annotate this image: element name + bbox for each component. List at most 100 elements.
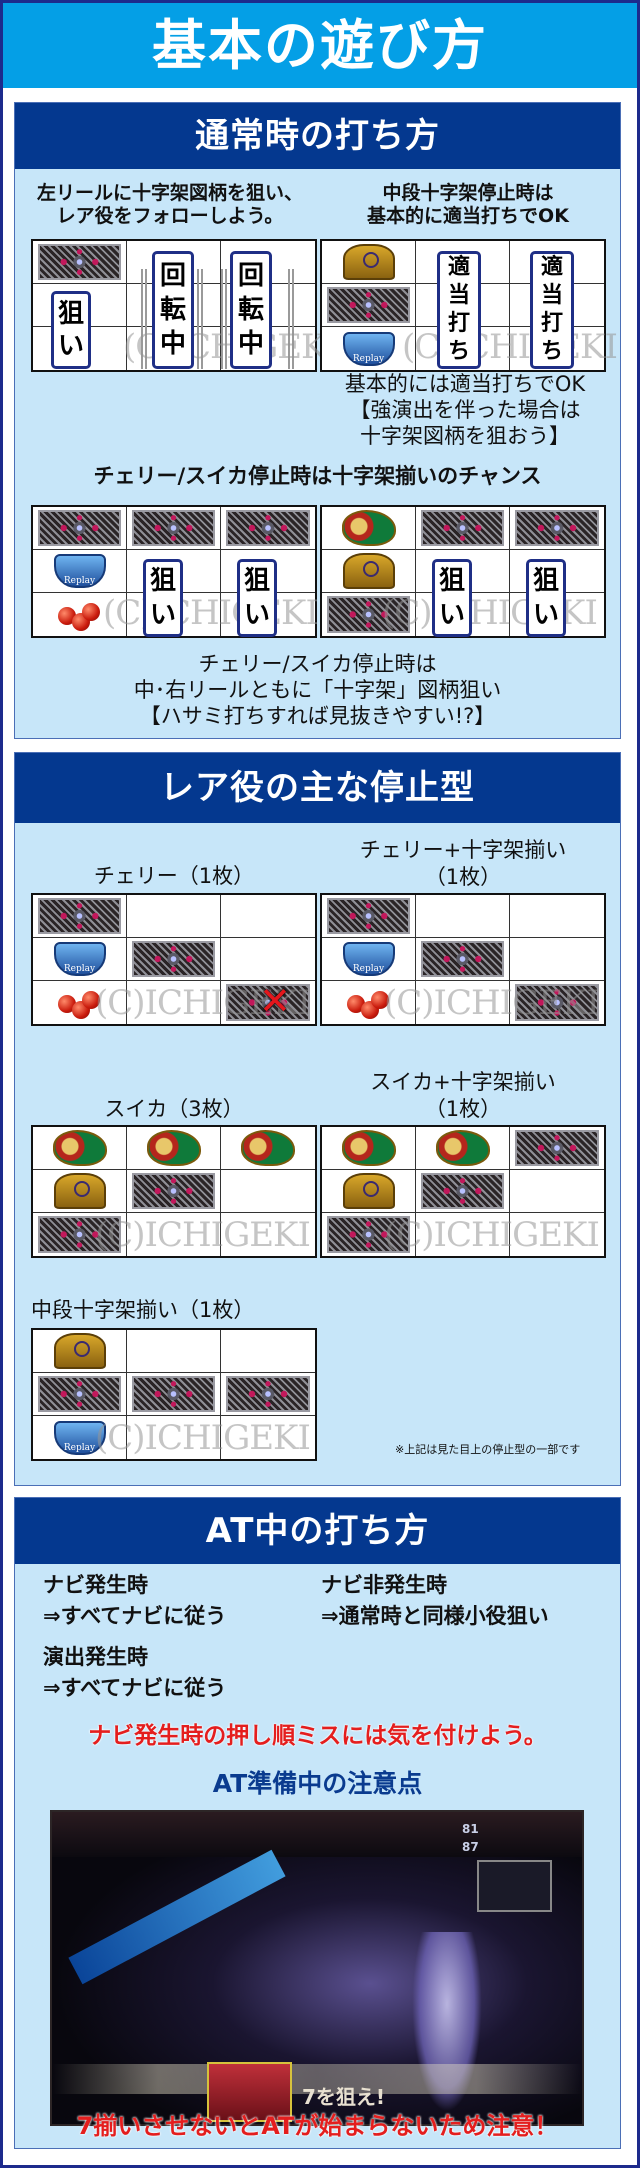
cross-symbol-icon <box>131 941 216 977</box>
pattern-label: 中段十字架揃い（1枚） <box>31 1298 255 1322</box>
screen-stat: 87 <box>462 1840 479 1854</box>
reel-cell <box>221 895 315 938</box>
reel-grid-cherry-cross: Replay (C)ICHIGEKI <box>320 893 606 1026</box>
spinning-tag: 回転中 <box>152 251 194 369</box>
reel-grid-aim-left: 狙い 回転中 回転中 (C)ICHIGEKI <box>31 239 339 372</box>
reel-cell <box>33 1373 127 1416</box>
reel-cell <box>322 507 416 550</box>
reel-cell <box>127 1373 221 1416</box>
x-mark-icon: ✕ <box>259 979 291 1023</box>
replay-symbol-icon: Replay <box>342 331 395 366</box>
cross-symbol-icon <box>420 941 505 977</box>
reel-cell <box>221 1416 315 1459</box>
section-normal-play: 通常時の打ち方 左リールに十字架図柄を狙い、 レア役をフォローしよう。 中段十字… <box>14 102 621 739</box>
reel-cell <box>221 1213 315 1256</box>
reel-cell <box>221 1373 315 1416</box>
reel-cell <box>33 1330 127 1373</box>
reel-cell <box>127 938 221 981</box>
reel-grid-cherry: Replay (C)ICHIGEKI ✕ <box>31 893 317 1026</box>
cross-symbol-icon <box>326 898 411 934</box>
spin-lines-icon <box>221 269 229 369</box>
reel-cell <box>221 1330 315 1373</box>
bell-symbol-icon <box>53 1333 106 1369</box>
at-prep-title: AT準備中の注意点 <box>212 1769 423 1798</box>
reel-cell <box>322 550 416 593</box>
reel-cell <box>33 1170 127 1213</box>
screen-glow <box>52 2064 582 2094</box>
spinning-tag: 回転中 <box>230 251 272 369</box>
bell-symbol-icon <box>342 244 395 280</box>
section-title: 通常時の打ち方 <box>15 103 620 169</box>
watermelon-symbol-icon <box>341 1130 396 1166</box>
cross-symbol-icon <box>420 1173 505 1209</box>
cross-symbol-icon <box>326 1216 411 1253</box>
footnote: ※上記は見た目上の停止型の一部です <box>395 1443 581 1456</box>
note-line: 【ハサミ打ちすれば見抜きやすい!?】 <box>139 704 496 728</box>
chance-title: チェリー/スイカ停止時は十字架揃いのチャンス <box>93 464 542 488</box>
screen-stat: 81 <box>462 1822 479 1836</box>
reel-cell <box>416 1170 510 1213</box>
caption-line: レア役をフォローしよう。 <box>56 205 284 227</box>
section-at-play: AT中の打ち方 ナビ発生時 ⇒すべてナビに従う ナビ非発生時 ⇒通常時と同様小役… <box>14 1497 621 2149</box>
reel-cell <box>33 981 127 1024</box>
pattern-label: チェリー（1枚） <box>93 864 255 888</box>
at-item-effect: 演出発生時 ⇒すべてナビに従う <box>43 1642 303 1704</box>
aim-tag: 狙い <box>237 559 277 637</box>
at-item-navi: ナビ発生時 ⇒すべてナビに従う <box>43 1570 303 1632</box>
reel-cell <box>322 981 416 1024</box>
reel-cell <box>322 1213 416 1256</box>
reel-cell <box>33 1127 127 1170</box>
reel-grid-chance-watermelon: 狙い 狙い (C)ICHIGEKI <box>320 505 606 638</box>
reel-cell <box>322 1170 416 1213</box>
caption-line: 左リールに十字架図柄を狙い、 <box>36 182 303 204</box>
at-item-label: 演出発生時 <box>43 1645 148 1669</box>
reel-cell <box>510 981 604 1024</box>
reel-cell <box>127 507 221 550</box>
reel-cell <box>510 1213 604 1256</box>
cherry-symbol-icon <box>52 597 108 633</box>
reel-cell <box>510 938 604 981</box>
bell-symbol-icon <box>342 1173 395 1209</box>
section-title: AT中の打ち方 <box>15 1498 620 1564</box>
aim-tag: 狙い <box>526 559 566 637</box>
reel-grid-watermelon: (C)ICHIGEKI <box>31 1125 317 1258</box>
reel-cell <box>416 981 510 1024</box>
reel-cell: Replay <box>322 938 416 981</box>
reel-cell <box>416 593 510 636</box>
note-line: 十字架図柄を狙おう】 <box>360 424 570 448</box>
reel-cell <box>127 1330 221 1373</box>
section-rare-stop-patterns: レア役の主な停止型 チェリー（1枚） Replay (C)ICHIGEKI ✕ … <box>14 752 621 1486</box>
watermelon-symbol-icon <box>52 1130 107 1166</box>
reel-cell <box>33 241 127 284</box>
reel-cell <box>127 1170 221 1213</box>
pattern-label: スイカ+十字架揃い （1枚） <box>320 1069 606 1123</box>
note-line: チェリー/スイカ停止時は <box>198 652 437 676</box>
reel-cell <box>127 327 221 370</box>
bell-symbol-icon <box>342 553 395 589</box>
reel-cell <box>510 1170 604 1213</box>
label-line: スイカ+十字架揃い <box>370 1070 556 1094</box>
reel-cell <box>322 241 416 284</box>
watermelon-symbol-icon <box>341 510 396 546</box>
cross-symbol-icon <box>225 984 311 1021</box>
game-screenshot: 81 87 7を狙え! <box>50 1810 584 2126</box>
random-press-tag: 適当打ち <box>530 251 574 369</box>
reel-cell <box>127 1127 221 1170</box>
reel-cell <box>33 1213 127 1256</box>
reel-cell <box>33 593 127 636</box>
reel-cell <box>416 507 510 550</box>
reel-cell: Replay <box>33 1416 127 1459</box>
cross-symbol-icon <box>225 510 311 546</box>
cross-symbol-icon <box>326 287 411 323</box>
screen-banner <box>68 1849 286 1985</box>
reel-cell <box>416 1127 510 1170</box>
mini-reels-icon <box>477 1860 552 1912</box>
spin-lines-icon <box>197 269 205 369</box>
reel-cell <box>221 1170 315 1213</box>
label-line: （1枚） <box>424 1097 502 1121</box>
aim-tag: 狙い <box>51 291 91 369</box>
bell-symbol-icon <box>53 1173 106 1209</box>
note-line: 基本的には適当打ちでOK <box>344 372 586 396</box>
reel-cell <box>510 895 604 938</box>
at-item-action: ⇒通常時と同様小役狙い <box>321 1604 549 1628</box>
